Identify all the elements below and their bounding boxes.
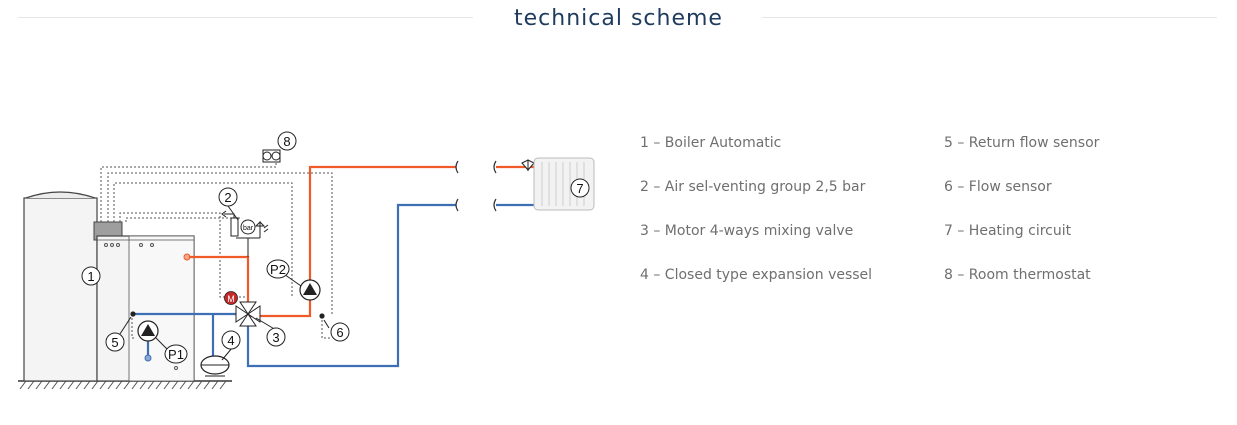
callout-3: 3 xyxy=(266,327,286,347)
ground xyxy=(18,380,232,390)
callout-7: 7 xyxy=(570,178,590,198)
svg-text:P1: P1 xyxy=(168,347,184,362)
callout-markers: 1 2 3 4 5 6 7 8 P1 P2 xyxy=(81,131,590,364)
svg-text:8: 8 xyxy=(283,134,290,149)
callout-6: 6 xyxy=(330,322,350,342)
svg-text:5: 5 xyxy=(111,335,118,350)
callout-5: 5 xyxy=(105,332,125,352)
svg-text:M: M xyxy=(227,294,235,304)
boiler-body xyxy=(93,221,195,382)
pump-p1 xyxy=(137,320,159,362)
supply-pipes xyxy=(189,165,534,318)
callout-8: 8 xyxy=(277,131,297,151)
svg-text:2: 2 xyxy=(224,190,231,205)
svg-text:6: 6 xyxy=(336,325,343,340)
pump-p2 xyxy=(299,279,321,301)
legend-item-8: 8 – Room thermostat xyxy=(944,267,1091,283)
legend-item-7: 7 – Heating circuit xyxy=(944,223,1072,239)
svg-text:3: 3 xyxy=(272,330,279,345)
page-title: technical scheme xyxy=(514,6,723,31)
legend-item-1: 1 – Boiler Automatic xyxy=(640,135,782,151)
technical-scheme-diagram: M bar xyxy=(18,131,595,390)
room-thermostat-icon xyxy=(262,149,281,163)
legend-item-4: 4 – Closed type expansion vessel xyxy=(640,267,873,283)
callout-4: 4 xyxy=(221,330,241,350)
valve-motor-icon: M xyxy=(224,291,238,305)
svg-text:4: 4 xyxy=(227,333,234,348)
expansion-vessel xyxy=(200,355,230,377)
pipe-ends xyxy=(455,160,497,212)
legend-item-5: 5 – Return flow sensor xyxy=(944,135,1100,151)
svg-text:1: 1 xyxy=(87,269,94,284)
legend-item-6: 6 – Flow sensor xyxy=(944,179,1052,195)
safety-group: bar xyxy=(221,210,269,257)
svg-text:7: 7 xyxy=(576,181,583,196)
flow-sensor-point xyxy=(319,313,325,319)
header-rule-left xyxy=(18,17,473,18)
callout-p1: P1 xyxy=(164,344,188,364)
svg-text:bar: bar xyxy=(243,225,254,232)
return-pipes xyxy=(133,203,534,368)
return-sensor-point xyxy=(130,311,136,317)
mixing-valve xyxy=(235,301,261,327)
legend-item-2: 2 – Air sel-venting group 2,5 bar xyxy=(640,179,866,195)
callout-p2: P2 xyxy=(266,259,290,279)
header-rule-right xyxy=(762,17,1217,18)
callout-1: 1 xyxy=(81,266,101,286)
callout-2: 2 xyxy=(218,187,238,207)
svg-text:P2: P2 xyxy=(270,262,286,277)
legend-item-3: 3 – Motor 4-ways mixing valve xyxy=(640,223,854,239)
control-wiring xyxy=(100,162,333,339)
pellet-hopper xyxy=(23,191,98,382)
